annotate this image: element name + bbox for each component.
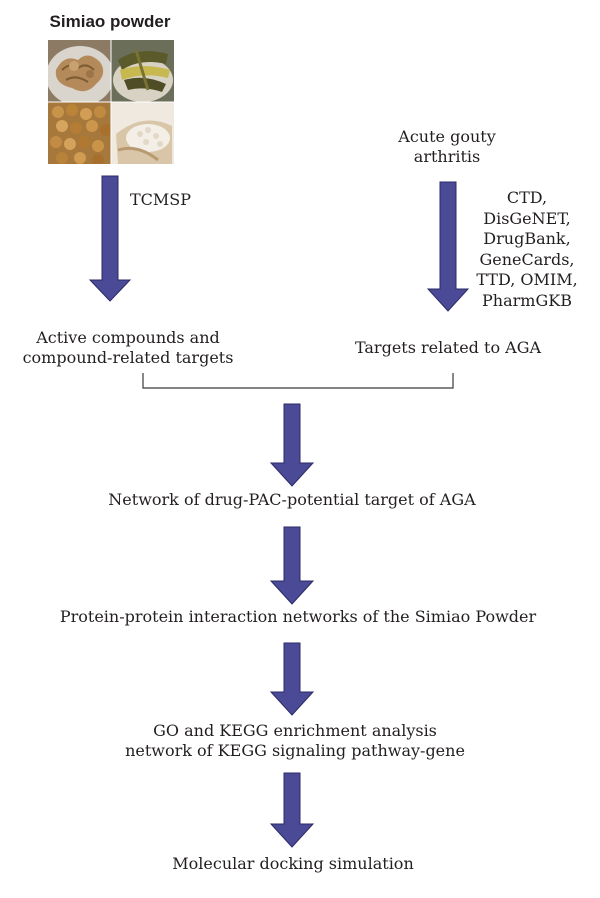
arrow-to-docking — [269, 772, 315, 848]
database-item: DisGeNET, — [483, 208, 571, 228]
database-item: TTD, OMIM, — [476, 270, 578, 289]
ppi-step-label: Protein-protein interaction networks of … — [59, 607, 537, 626]
compound-targets-label: Active compounds and compound-related ta… — [23, 328, 234, 368]
enrichment-line-1: GO and KEGG enrichment analysis — [153, 721, 437, 740]
compound-targets-line-2: compound-related targets — [22, 348, 234, 367]
disease-label: Acute gouty arthritis — [398, 127, 495, 167]
enrichment-step-label: GO and KEGG enrichment analysis network … — [125, 721, 465, 761]
disease-databases: CTD, DisGeNET, DrugBank, GeneCards, TTD,… — [476, 188, 577, 311]
merge-bracket — [142, 373, 454, 389]
tcmsp-label: TCMSP — [130, 190, 192, 209]
arrow-to-network — [269, 403, 315, 487]
arrow-to-ppi — [269, 526, 315, 605]
database-item: CTD, — [506, 188, 548, 207]
disease-targets-label: Targets related to AGA — [354, 338, 542, 357]
arrow-to-enrichment — [269, 642, 315, 716]
database-item: GeneCards, — [479, 249, 575, 269]
database-item: DrugBank, — [483, 229, 571, 248]
database-item: PharmGKB — [482, 290, 572, 310]
herb-title: Simiao powder — [49, 12, 171, 31]
arrow-disease-to-targets — [426, 181, 470, 312]
enrichment-line-2: network of KEGG signaling pathway-gene — [125, 741, 465, 760]
network-step-label: Network of drug-PAC-potential target of … — [108, 490, 476, 509]
disease-line-1: Acute gouty — [398, 127, 496, 146]
simiao-powder-photo — [48, 40, 174, 164]
disease-line-2: arthritis — [413, 147, 481, 166]
compound-targets-line-1: Active compounds and — [36, 328, 220, 347]
arrow-herb-to-compounds — [88, 175, 132, 302]
docking-step-label: Molecular docking simulation — [172, 854, 414, 873]
